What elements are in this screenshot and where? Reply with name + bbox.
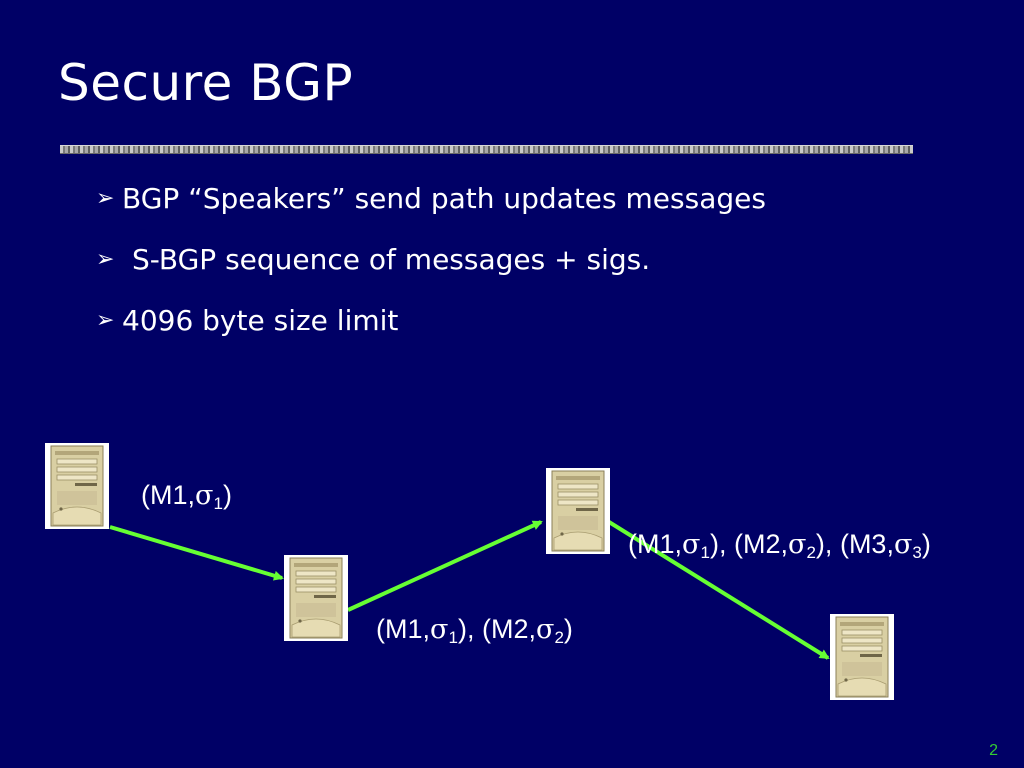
arrow-bullet-icon: ➢ [96, 246, 115, 272]
desktop-computer-icon [283, 554, 349, 642]
edge-2 [347, 520, 543, 612]
bullet-item: ➢ S-BGP sequence of messages + sigs. [96, 239, 766, 279]
bullet-text: S-BGP sequence of messages + sigs. [132, 242, 651, 276]
bullet-item: ➢ 4096 byte size limit [96, 300, 766, 340]
arrow-bullet-icon: ➢ [96, 307, 115, 333]
edge-1 [109, 525, 284, 581]
edge-label-2: (M1,σ1), (M2,σ2) [376, 614, 573, 647]
desktop-computer-icon [829, 613, 895, 701]
bullet-list: ➢ BGP “Speakers” send path updates messa… [96, 178, 766, 361]
edge-label-1: (M1,σ1) [141, 480, 232, 513]
bullet-text: BGP “Speakers” send path updates message… [122, 181, 766, 215]
bullet-item: ➢ BGP “Speakers” send path updates messa… [96, 178, 766, 218]
arrow-bullet-icon: ➢ [96, 185, 115, 211]
desktop-computer-icon [545, 467, 611, 555]
page-number: 2 [989, 742, 998, 759]
slide-title: Secure BGP [58, 54, 354, 112]
title-divider [60, 145, 913, 154]
edge-3 [607, 520, 830, 660]
edge-label-3: (M1,σ1), (M2,σ2), (M3,σ3) [628, 529, 931, 562]
desktop-computer-icon [44, 442, 110, 530]
bullet-text: 4096 byte size limit [122, 303, 399, 337]
